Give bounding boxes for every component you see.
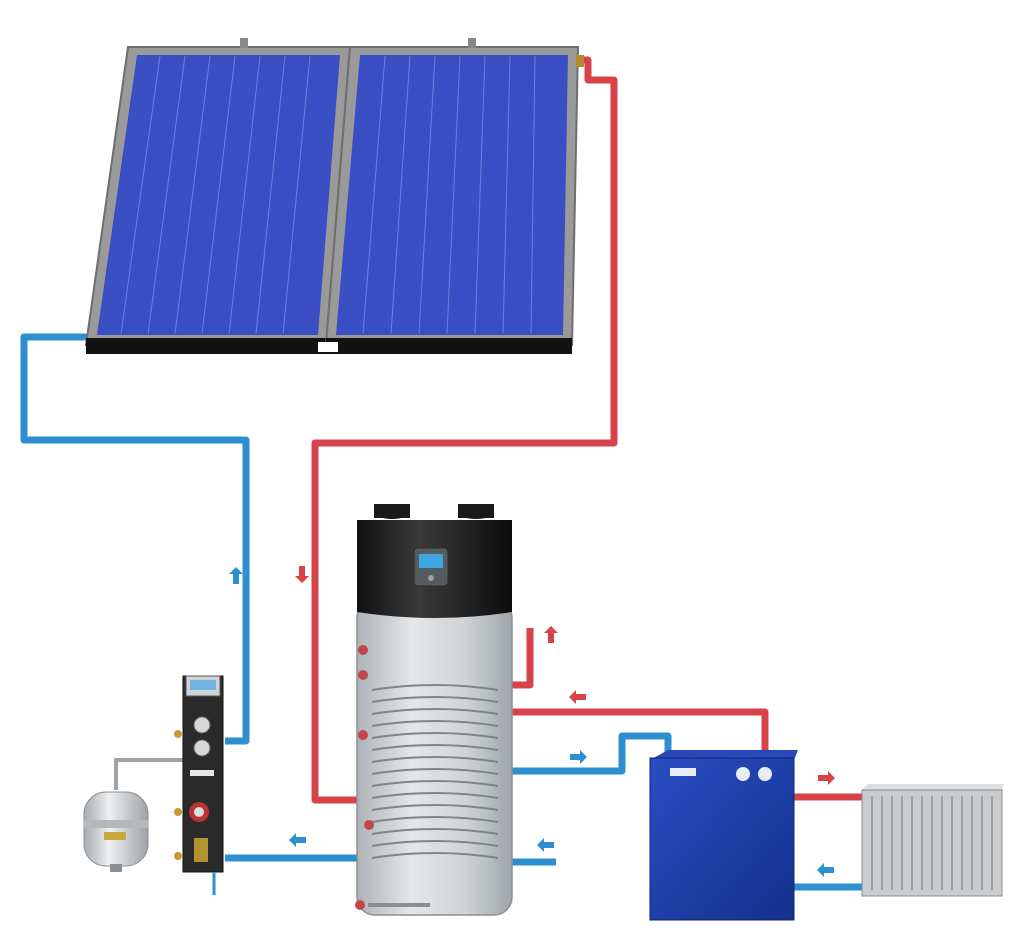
heat-pump-water-heater	[355, 504, 513, 916]
flow-arrow-solar-return-up	[229, 567, 243, 584]
solar-cold-return-pipe	[20, 333, 250, 745]
boiler-display	[670, 768, 696, 776]
tank-heat-exchanger-coil	[371, 684, 499, 859]
flow-arrow-tank-to-boiler-right	[570, 750, 587, 764]
expansion-vessel-pipe	[114, 758, 185, 790]
flow-arrow-cold-water-in-left	[537, 838, 554, 852]
flow-arrow-boiler-to-tank-left	[569, 690, 586, 704]
tank-to-boiler-pipe	[510, 732, 672, 775]
radiator	[861, 784, 1004, 897]
pipes	[20, 56, 862, 891]
expansion-vessel	[83, 791, 149, 872]
solar-hot-supply-pipe	[311, 56, 618, 804]
boiler-knob-right	[758, 767, 772, 781]
flow-arrow-radiator-return-left	[817, 863, 834, 877]
flow-arrow-hot-water-out-up	[544, 626, 558, 643]
boiler-knob-left	[736, 767, 750, 781]
boiler-to-tank-pipe	[510, 708, 769, 755]
solar-collector-left	[84, 38, 352, 354]
flow-arrow-pump-to-tank-left	[289, 833, 306, 847]
flow-arrows	[229, 566, 835, 877]
pump-station	[174, 675, 224, 895]
boiler	[649, 750, 798, 921]
flow-arrow-solar-supply-down	[295, 566, 309, 583]
flow-arrow-boiler-to-radiator-right	[818, 771, 835, 785]
solar-collector-right	[318, 38, 584, 354]
